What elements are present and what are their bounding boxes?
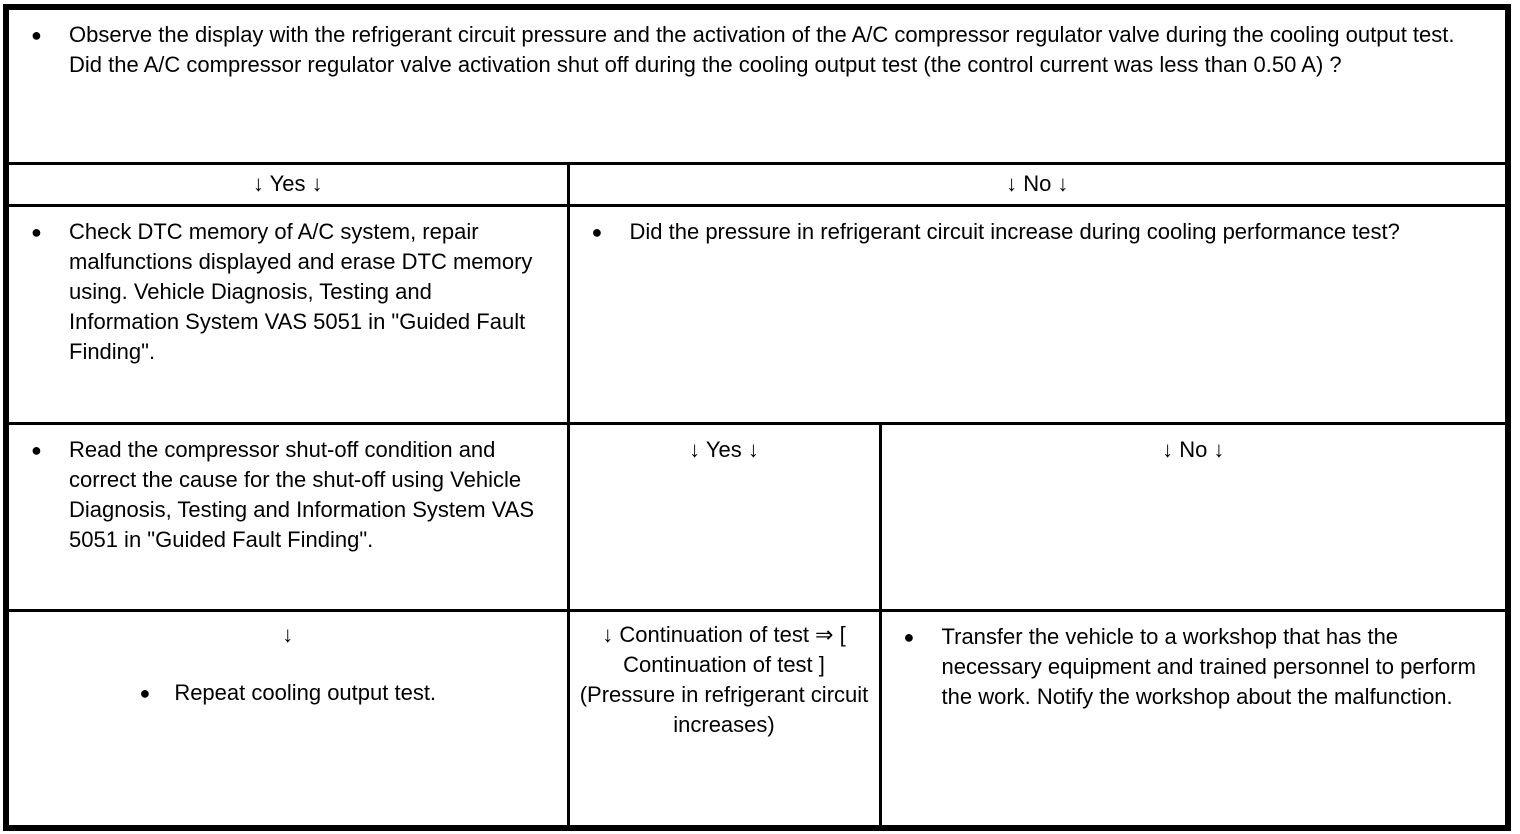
sub-no-final-text: Transfer the vehicle to a workshop that …	[941, 623, 1476, 709]
sub-yes-final-text: ↓ Continuation of test ⇒ [ Continuation …	[579, 621, 869, 737]
sub-yes-header-cell: ↓ Yes ↓	[566, 421, 882, 612]
yes-final-cell: ↓ ● Repeat cooling output test.	[4, 608, 570, 830]
no-question-cell: ● Did the pressure in refrigerant circui…	[566, 203, 1510, 425]
yes-step1-cell: ● Check DTC memory of A/C system, repair…	[4, 203, 570, 425]
no-question-bullet-item: ● Did the pressure in refrigerant circui…	[571, 208, 1505, 247]
yes-final-bullet-item: ● Repeat cooling output test.	[9, 678, 565, 708]
yes-final-text: Repeat cooling output test.	[174, 679, 437, 705]
yes-step1-bullet-item: ● Check DTC memory of A/C system, repair…	[9, 208, 565, 367]
sub-no-final-cell: ● Transfer the vehicle to a workshop tha…	[878, 608, 1510, 830]
question-text: Observe the display with the refrigerant…	[69, 22, 1455, 77]
yes-step2-text: Read the compressor shut-off condition a…	[69, 436, 535, 552]
bullet-icon: ●	[31, 439, 42, 460]
no-header-cell: ↓ No ↓	[566, 161, 1510, 207]
yes-header-cell: ↓ Yes ↓	[4, 161, 570, 207]
sub-no-final-bullet-item: ● Transfer the vehicle to a workshop tha…	[883, 613, 1505, 712]
down-arrow-glyph: ↓	[282, 621, 294, 647]
question-cell: ● Observe the display with the refrigera…	[4, 5, 1510, 165]
bullet-icon: ●	[903, 626, 915, 647]
sub-no-header-cell: ↓ No ↓	[878, 421, 1510, 612]
yes-step2-cell: ● Read the compressor shut-off condition…	[4, 421, 570, 612]
bullet-icon: ●	[31, 25, 42, 45]
question-bullet-item: ● Observe the display with the refrigera…	[9, 10, 1505, 80]
yes-step2-bullet-item: ● Read the compressor shut-off condition…	[9, 426, 565, 555]
bullet-icon: ●	[31, 221, 42, 242]
diagnostic-flow-table: ● Observe the display with the refrigera…	[3, 4, 1512, 831]
yes-step1-text: Check DTC memory of A/C system, repair m…	[69, 218, 533, 364]
no-question-text: Did the pressure in refrigerant circuit …	[629, 218, 1400, 244]
bullet-icon: ●	[591, 221, 603, 242]
bullet-icon: ●	[139, 682, 151, 703]
sub-yes-final-cell: ↓ Continuation of test ⇒ [ Continuation …	[566, 608, 882, 830]
